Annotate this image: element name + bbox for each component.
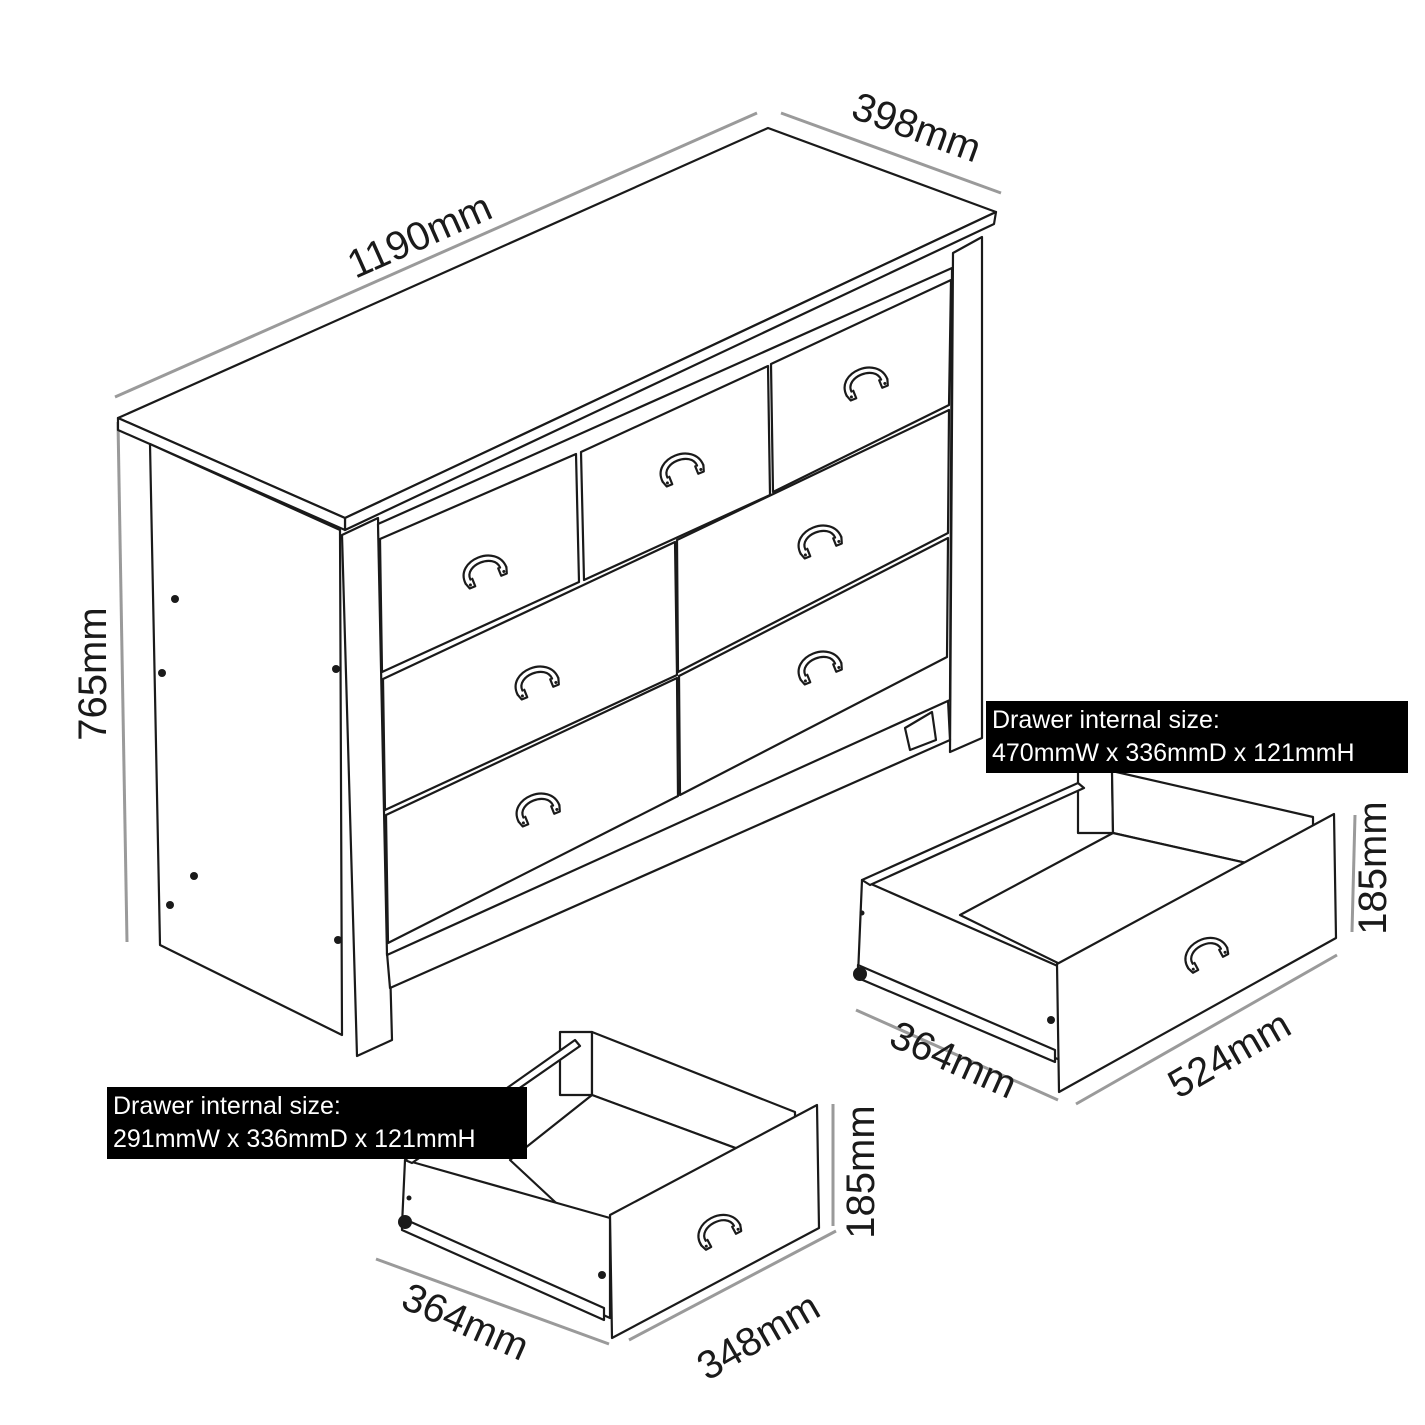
drawer-row2-right: [675, 408, 951, 674]
small-drawer-depth-label: 364mm: [395, 1275, 535, 1369]
large-drawer: [853, 769, 1338, 1094]
back-foot: [903, 710, 938, 752]
small-drawer-label-line1: Drawer internal size:: [113, 1092, 341, 1120]
small-drawer-near-side: [400, 1158, 612, 1320]
small-drawer-internal-size-label: Drawer internal size: 291mmW x 336mmD x …: [107, 1087, 527, 1159]
screw-icon: [1047, 1016, 1055, 1024]
drawer-top-right: [769, 278, 953, 494]
drawer-row3-left: [384, 676, 680, 945]
large-drawer-back: [1076, 769, 1115, 835]
overall-height-label: 765mm: [71, 607, 115, 740]
chest-of-drawers: [116, 126, 998, 1058]
large-drawer-height-label: 185mm: [1351, 801, 1395, 934]
small-drawer: [398, 1030, 821, 1340]
small-drawer-width-label: 348mm: [690, 1284, 828, 1389]
left-side-panel: [148, 442, 344, 1037]
top-side-edge: [116, 416, 347, 532]
large-drawer-side-rim: [860, 781, 1086, 887]
overall-depth-label: 398mm: [846, 84, 986, 171]
small-drawer-height-label: 185mm: [839, 1105, 883, 1238]
large-drawer-internal-size-label: Drawer internal size: 470mmW x 336mmD x …: [986, 701, 1408, 773]
screw-icon: [598, 1271, 606, 1279]
wheel-icon: [853, 967, 867, 981]
large-drawer-label-line1: Drawer internal size:: [992, 706, 1220, 734]
side-screws: [158, 595, 342, 944]
large-drawer-label-line2: 470mmW x 336mmD x 121mmH: [992, 739, 1355, 767]
front-left-leg: [340, 516, 394, 1058]
small-drawer-label-line2: 291mmW x 336mmD x 121mmH: [113, 1125, 476, 1153]
wheel-icon: [398, 1215, 412, 1229]
drawer-row2-left: [381, 540, 679, 812]
dimension-lines: [114, 111, 1357, 1346]
right-side-panel: [948, 235, 984, 754]
drawer-row3-right: [677, 536, 950, 797]
large-drawer-front: [1055, 812, 1338, 1094]
